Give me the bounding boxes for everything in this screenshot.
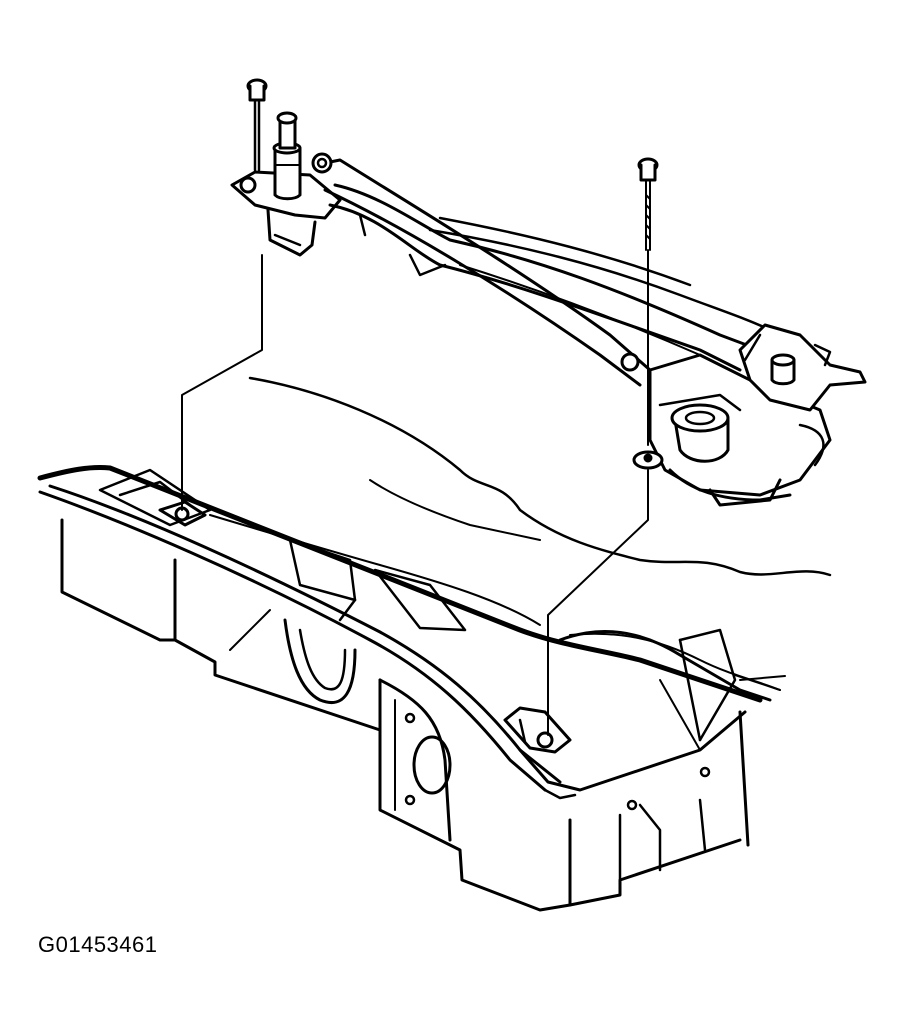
figure-id-label: G01453461 xyxy=(38,932,158,957)
alignment-lines xyxy=(181,249,649,736)
mounting-screw-right xyxy=(637,157,659,251)
mounting-screw-left xyxy=(246,78,268,172)
cowl-panel xyxy=(37,376,832,912)
wiper-linkage xyxy=(230,111,867,507)
